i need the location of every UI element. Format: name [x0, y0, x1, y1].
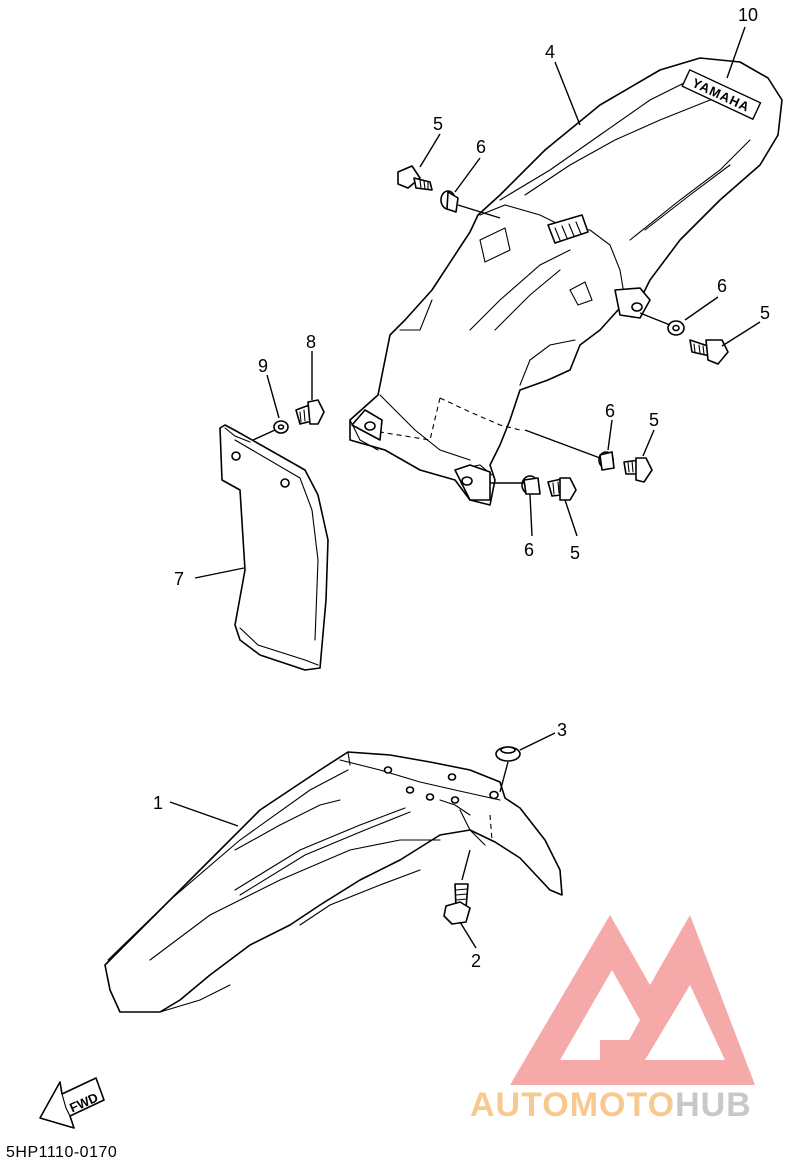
callout-6: 6 [717, 276, 727, 296]
watermark-part-a: AUTOMOTO [470, 1086, 676, 1124]
callout-3: 3 [557, 720, 567, 740]
callout-6: 6 [605, 401, 615, 421]
rear-fender-part: YAMAHA [349, 57, 783, 506]
front-fender-part [104, 751, 563, 1013]
leader-lines [169, 26, 761, 949]
callout-4: 4 [545, 42, 555, 62]
bolt-icon [689, 339, 729, 365]
callout-6: 6 [524, 540, 534, 560]
bolt-icon [623, 457, 653, 483]
callout-5: 5 [760, 303, 770, 323]
collar-icon [521, 475, 541, 495]
callout-10: 10 [738, 5, 758, 25]
washer-icon [273, 420, 289, 434]
callout-8: 8 [306, 332, 316, 352]
collar-icon [667, 320, 685, 336]
callout-9: 9 [258, 356, 268, 376]
callout-5: 5 [570, 543, 580, 563]
callout-7: 7 [174, 569, 184, 589]
diagram-code: 5HP1110-0170 [6, 1144, 118, 1161]
callout-1: 1 [153, 793, 163, 813]
callout-6: 6 [476, 137, 486, 157]
watermark-part-b: HUB [675, 1086, 752, 1124]
bolt-icon [443, 883, 471, 925]
bolt-icon [397, 165, 433, 191]
callout-5: 5 [649, 410, 659, 430]
bolt-icon [547, 477, 577, 501]
collar-icon [440, 190, 459, 213]
watermark-text: AUTOMOTOHUB [470, 1086, 752, 1125]
bolt-icon [295, 399, 325, 425]
watermark-logo-icon [510, 915, 755, 1085]
callout-labels: 10 4 5 6 6 5 8 9 6 5 6 5 7 3 1 2 [153, 5, 770, 971]
callout-5: 5 [433, 114, 443, 134]
grommet-icon [495, 746, 521, 762]
collar-icon [598, 451, 615, 471]
callout-2: 2 [471, 951, 481, 971]
mud-flap-part [219, 424, 329, 671]
fwd-arrow-icon: FWD [39, 1077, 105, 1129]
grille-detail [547, 214, 589, 244]
